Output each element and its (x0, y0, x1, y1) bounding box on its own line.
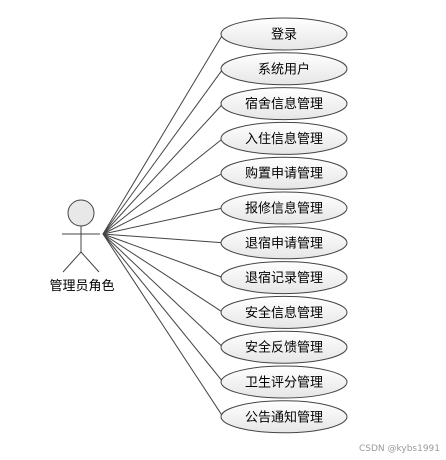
use-case-ellipse (220, 121, 348, 155)
use-case-ellipse (220, 226, 348, 260)
use-case: 入住信息管理 (220, 121, 348, 155)
use-case-ellipse (220, 400, 348, 434)
use-case-ellipse (220, 52, 348, 86)
use-case: 公告通知管理 (220, 400, 348, 434)
use-case-ellipse (220, 191, 348, 225)
use-case-ellipse (220, 330, 348, 364)
use-case: 卫生评分管理 (220, 365, 348, 399)
use-case: 宿舍信息管理 (220, 87, 348, 121)
actor-left-leg (62, 251, 82, 273)
use-case-label: 卫生评分管理 (245, 376, 323, 391)
association-line (102, 138, 224, 235)
association-line (102, 33, 224, 235)
use-case-ellipse (220, 261, 348, 295)
use-case-label: 报修信息管理 (245, 201, 323, 217)
use-case-label: 登录 (271, 28, 297, 43)
association-line (102, 233, 224, 383)
association-lines (102, 33, 224, 418)
actor-right-leg (80, 251, 100, 273)
use-case: 安全反馈管理 (220, 330, 348, 364)
use-case-label: 系统用户 (258, 61, 310, 77)
use-case-ellipse (220, 295, 348, 329)
association-line (102, 233, 224, 348)
use-case-label: 入住信息管理 (245, 131, 323, 147)
use-case: 购置申请管理 (220, 156, 348, 190)
use-case-label: 购置申请管理 (245, 166, 323, 182)
use-case-label: 安全反馈管理 (245, 340, 323, 356)
association-line (102, 233, 224, 279)
association-line (102, 233, 224, 313)
use-case-ellipse (220, 365, 348, 399)
association-line (102, 233, 224, 418)
use-case-label: 安全信息管理 (245, 305, 323, 321)
use-case-ellipse (220, 87, 348, 121)
use-case: 安全信息管理 (220, 295, 348, 329)
use-case-ellipse (220, 17, 348, 51)
use-case-label: 退宿记录管理 (245, 270, 323, 286)
use-case: 退宿申请管理 (220, 226, 348, 260)
use-case-label: 公告通知管理 (245, 409, 323, 425)
actor-head (67, 199, 95, 227)
use-case: 系统用户 (220, 52, 348, 86)
use-case-label: 宿舍信息管理 (245, 96, 323, 112)
actor-figure: 管理员角色 (49, 199, 115, 294)
use-case: 登录 (220, 17, 348, 51)
use-case-list: 登录系统用户宿舍信息管理入住信息管理购置申请管理报修信息管理退宿申请管理退宿记录… (220, 17, 348, 434)
use-case-label: 退宿申请管理 (245, 235, 323, 251)
association-line (102, 172, 224, 235)
use-case: 退宿记录管理 (220, 261, 348, 295)
use-case: 报修信息管理 (220, 191, 348, 225)
watermark-text: CSDN @kybs1991 (358, 444, 440, 454)
association-line (102, 103, 224, 235)
use-case-ellipse (220, 156, 348, 190)
association-line (102, 68, 224, 235)
association-line (102, 207, 224, 235)
association-line (102, 233, 224, 244)
actor-label: 管理员角色 (49, 278, 114, 294)
